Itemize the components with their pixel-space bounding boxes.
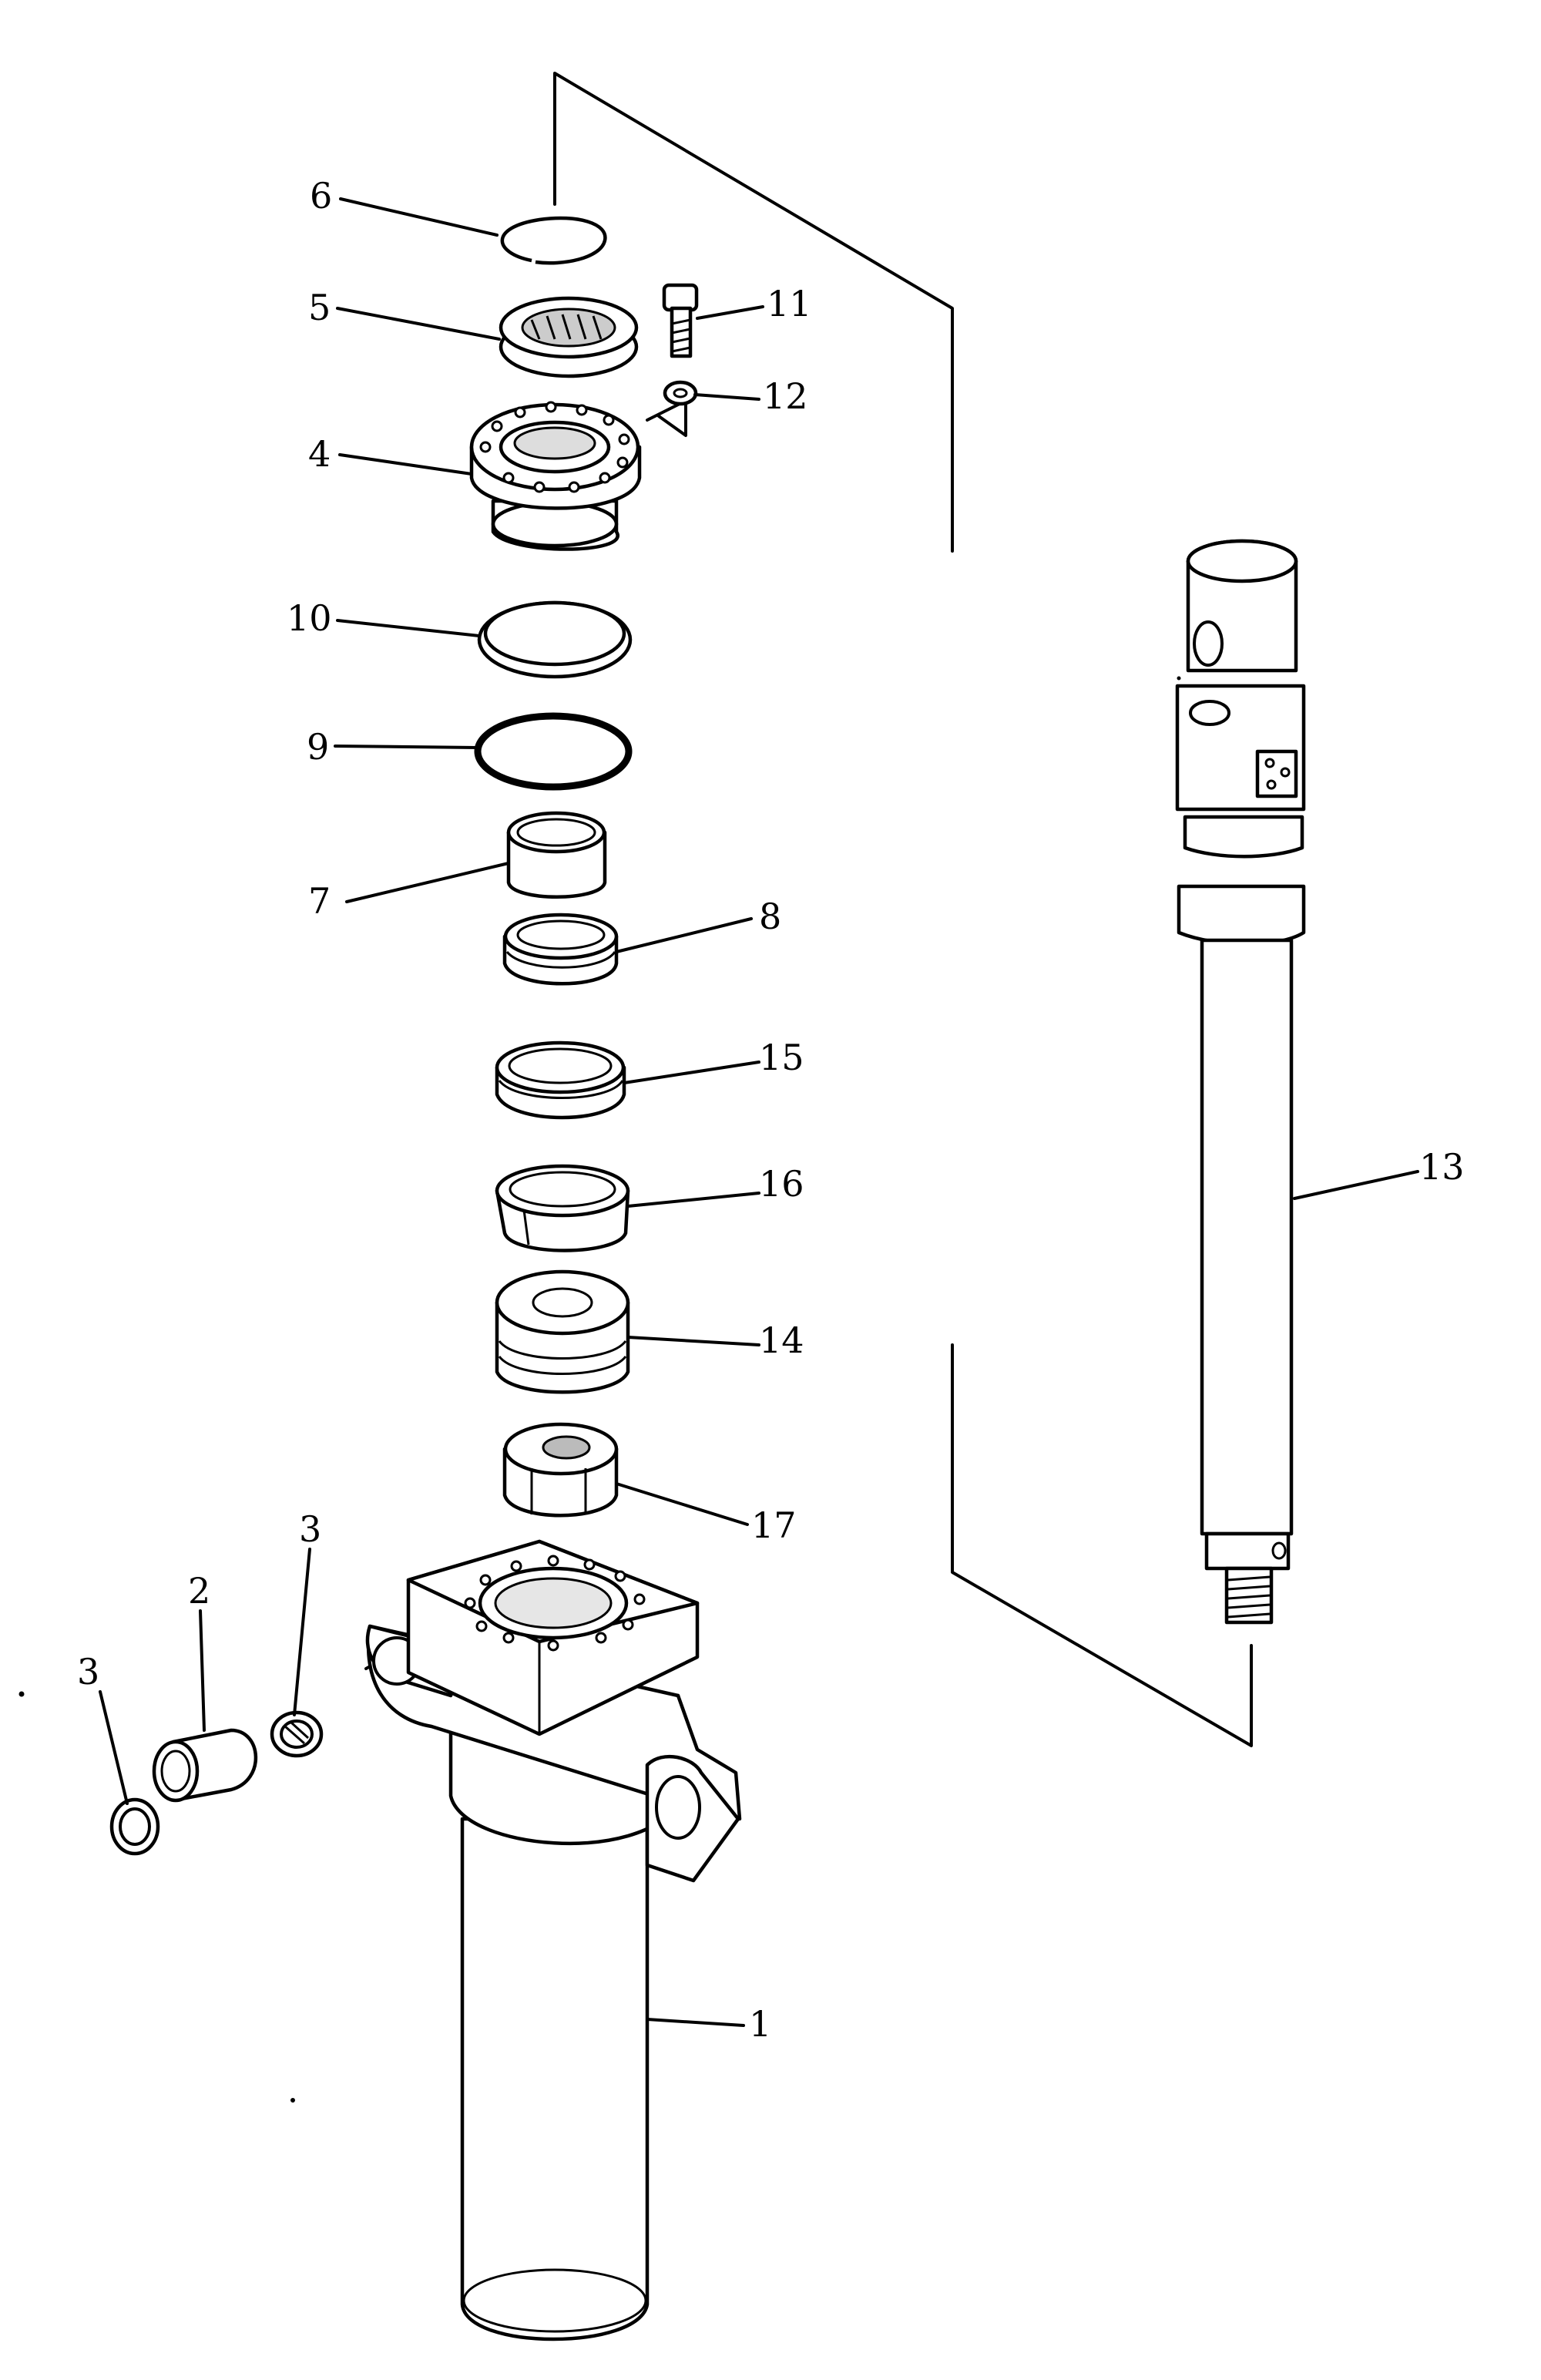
callout-11: 11 — [767, 283, 812, 324]
callout-2: 2 — [188, 1570, 210, 1612]
part-10-backup-ring — [477, 600, 633, 679]
callout-3-left: 3 — [77, 1651, 99, 1693]
part-4-cylinder-head — [469, 401, 642, 551]
callout-10: 10 — [287, 597, 332, 639]
part-17-nut — [502, 1422, 619, 1518]
part-7-bushing — [506, 811, 607, 899]
part-8-seal — [502, 913, 619, 986]
callout-6: 6 — [310, 175, 332, 217]
part-3-seal-left — [109, 1797, 160, 1856]
callout-1: 1 — [749, 2003, 771, 2045]
callout-12: 12 — [763, 375, 808, 417]
part-15-piston-ring — [495, 1040, 626, 1120]
callout-5: 5 — [308, 287, 331, 328]
callout-7: 7 — [308, 880, 331, 922]
part-16-wear-ring — [495, 1164, 630, 1252]
part-2-bushing — [152, 1728, 258, 1803]
callout-16: 16 — [759, 1163, 804, 1205]
part-11-bolt — [662, 283, 699, 358]
part-13-piston-rod — [1175, 539, 1306, 1625]
part-14-piston — [495, 1269, 630, 1394]
callout-4: 4 — [308, 433, 331, 475]
callout-14: 14 — [759, 1319, 804, 1361]
callout-numbers: 1 2 3 3 4 5 6 7 8 9 10 11 12 13 14 15 16… — [77, 175, 1465, 2045]
callout-9: 9 — [307, 726, 329, 768]
scan-specks — [18, 676, 1181, 2103]
callout-3-right: 3 — [299, 1508, 321, 1550]
leader-lines — [99, 197, 1419, 2027]
callout-15: 15 — [759, 1037, 804, 1078]
part-3-seal-right — [270, 1710, 324, 1758]
part-12-washer — [663, 380, 698, 406]
callout-17: 17 — [751, 1504, 797, 1546]
part-1-cylinder-tube — [365, 1539, 742, 2341]
part-6-snap-ring — [500, 216, 607, 265]
callout-13: 13 — [1419, 1146, 1465, 1188]
part-9-o-ring — [474, 712, 633, 791]
part-5-bushing — [499, 296, 639, 378]
callout-8: 8 — [759, 896, 781, 937]
